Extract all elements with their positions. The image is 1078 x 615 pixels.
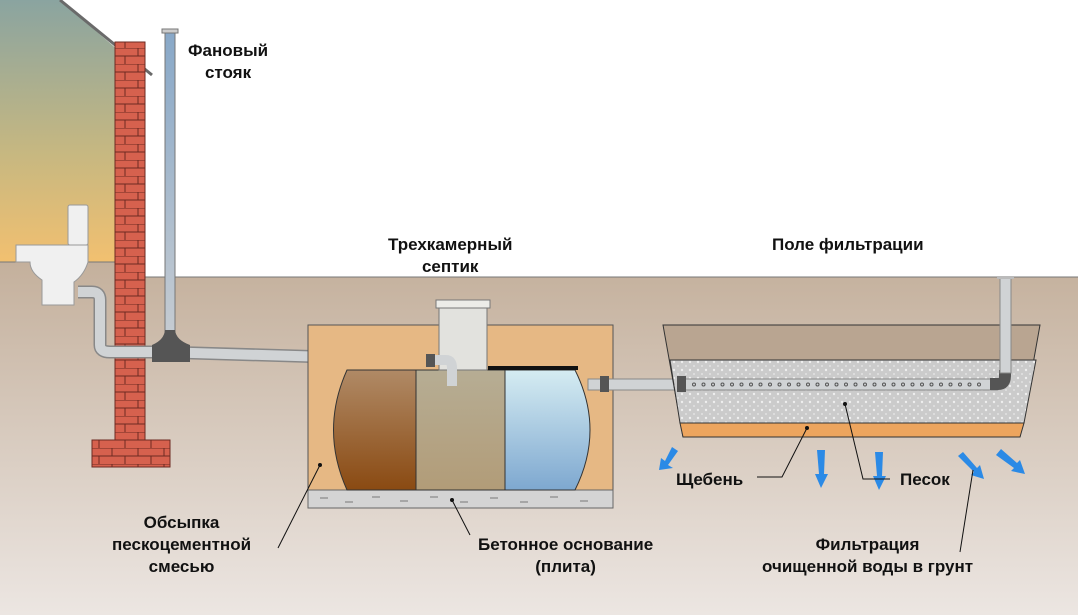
perforation-hole xyxy=(796,382,801,387)
label-line: пескоцементной xyxy=(112,535,252,554)
perforated-pipe xyxy=(679,378,999,391)
filter-vent-pipe xyxy=(999,277,1012,374)
chamber-3 xyxy=(504,369,591,491)
label-concrete-base: Бетонное основание (плита) xyxy=(478,534,653,578)
perforation-hole xyxy=(825,382,829,387)
perforation-hole xyxy=(901,382,905,387)
water-arrows xyxy=(659,447,1025,490)
perforation-hole xyxy=(882,382,886,387)
label-line: смесью xyxy=(148,557,215,576)
perforation-hole xyxy=(720,382,725,387)
perforation-hole xyxy=(815,382,820,387)
label-backfill: Обсыпка пескоцементной смесью xyxy=(112,512,251,578)
label-line: Трехкамерный xyxy=(388,235,513,254)
perforation-hole xyxy=(711,382,715,387)
tee-fitting xyxy=(152,330,190,362)
brick-footing xyxy=(91,439,171,468)
sand-layer xyxy=(679,422,1025,438)
perforation-hole xyxy=(692,382,696,387)
perforation-hole xyxy=(929,382,934,387)
perforation-hole xyxy=(967,382,972,387)
label-filter-field: Поле фильтрации xyxy=(772,235,924,254)
house-wall xyxy=(0,0,118,262)
label-vent-stack: Фановый стояк xyxy=(188,40,268,84)
perforation-hole xyxy=(730,382,734,387)
leader-lines xyxy=(277,403,974,553)
perforation-hole xyxy=(844,382,848,387)
perforation-hole xyxy=(948,382,953,387)
label-line: Бетонное основание xyxy=(478,535,654,554)
perforation-hole xyxy=(806,382,810,387)
perforation-hole xyxy=(958,382,962,387)
perforation-hole xyxy=(920,382,924,387)
chamber-1 xyxy=(333,369,417,491)
perforation-hole xyxy=(758,382,763,387)
toilet-icon xyxy=(15,204,89,306)
perforation-hole xyxy=(701,382,706,387)
label-line: септик xyxy=(421,257,479,276)
perforation-hole xyxy=(787,382,791,387)
perforation-hole xyxy=(768,382,772,387)
label-line: Фановый xyxy=(188,41,269,60)
label-line: (плита) xyxy=(535,557,596,576)
label-septic: Трехкамерный септик xyxy=(388,234,512,278)
perforation-hole xyxy=(863,382,867,387)
perforation-hole xyxy=(939,382,943,387)
perforation-hole xyxy=(739,382,744,387)
perforation-hole xyxy=(834,382,839,387)
label-line: Фильтрация xyxy=(815,535,920,554)
brick-wall xyxy=(114,41,146,443)
label-sand: Песок xyxy=(900,470,950,489)
gravel-layer xyxy=(669,359,1037,424)
perforation-hole xyxy=(749,382,753,387)
label-line: очищенной воды в грунт xyxy=(762,557,974,576)
perforation-hole xyxy=(777,382,782,387)
perforation-hole xyxy=(891,382,896,387)
label-line: Обсыпка xyxy=(143,513,220,532)
label-line: стояк xyxy=(204,63,252,82)
chamber-2 xyxy=(415,369,506,491)
perforation-hole xyxy=(910,382,915,387)
label-filtration: Фильтрация очищенной воды в грунт xyxy=(762,534,973,578)
vent-stack-pipe xyxy=(164,31,176,348)
perforation-hole xyxy=(977,382,981,387)
concrete-base xyxy=(307,489,614,509)
label-gravel: Щебень xyxy=(676,470,744,489)
perforation-hole xyxy=(872,382,877,387)
perforation-hole xyxy=(853,382,858,387)
